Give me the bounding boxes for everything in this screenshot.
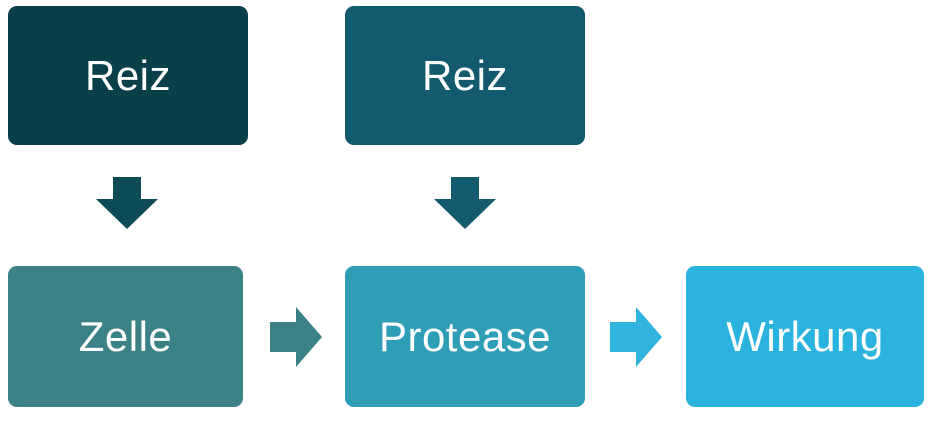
reiz-box-left: Reiz xyxy=(8,6,248,145)
reiz-label-right: Reiz xyxy=(421,51,509,99)
zelle-box: Zelle xyxy=(8,266,243,407)
zelle-label: Zelle xyxy=(78,312,173,360)
wirkung-box: Wirkung xyxy=(686,266,924,407)
protease-box: Protease xyxy=(345,266,585,407)
arrow-right-icon-zelle-protease xyxy=(270,307,322,367)
arrow-down-icon-right xyxy=(434,177,496,229)
arrow-right-icon-protease-wirkung xyxy=(610,307,662,367)
wirkung-label: Wirkung xyxy=(726,312,884,360)
reiz-box-right: Reiz xyxy=(345,6,585,145)
protease-label: Protease xyxy=(378,312,552,360)
arrow-down-icon-left xyxy=(96,177,158,229)
reiz-label-left: Reiz xyxy=(84,51,172,99)
